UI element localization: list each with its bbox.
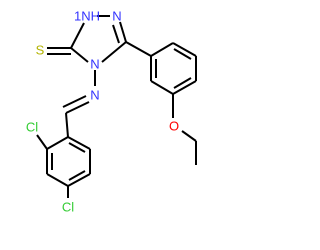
imine-bonds <box>62 70 96 138</box>
atom-label-o: O <box>169 119 179 134</box>
bond-c3-n4 <box>101 41 127 63</box>
atom-label-cl4: Cl <box>62 200 74 215</box>
bond-c5-nh <box>70 22 85 49</box>
atom-label-s: S <box>36 43 45 58</box>
bond-eph-4 <box>172 80 197 95</box>
bond-eph-inner-2 <box>173 77 192 89</box>
atom-label-nh: 1NH <box>74 9 100 24</box>
thione-bonds <box>47 47 71 55</box>
ethoxyphenyl-ring-bonds <box>125 41 197 165</box>
bond-dcp-inner-2 <box>68 170 86 181</box>
atom-label-n4: N <box>90 57 99 72</box>
bond-eph-5 <box>150 80 174 95</box>
bond-o-ch2 <box>181 130 197 142</box>
atom-label-n-imine: N <box>90 88 99 103</box>
bond-n4-c5 <box>70 47 89 63</box>
bond-n2-c3 <box>119 21 127 43</box>
molecule-structure: 1NH N N S O N Cl Cl <box>26 9 197 215</box>
bond-c3-aryl <box>125 41 152 57</box>
atom-label-cl2: Cl <box>26 120 38 135</box>
bond-c-cl2 <box>36 134 48 150</box>
triazole-ring-bonds <box>70 15 127 63</box>
bond-dcp-1 <box>46 136 69 150</box>
bond-eph-inner-1 <box>173 48 192 60</box>
bond-eph-1 <box>150 42 174 57</box>
bond-dcp-6 <box>67 136 91 150</box>
dichlorophenyl-ring-bonds <box>36 134 91 198</box>
bond-n2-c3-double <box>112 24 120 44</box>
bond-n-ch-double <box>62 95 87 108</box>
bond-dcp-4 <box>67 173 91 187</box>
bond-n-ch <box>65 101 90 114</box>
bond-ch-aryl <box>65 112 69 138</box>
bond-dcp-inner-3 <box>68 142 86 153</box>
atom-label-n2: N <box>112 9 121 24</box>
bond-dcp-3 <box>46 173 69 187</box>
bond-eph-2 <box>172 42 197 57</box>
